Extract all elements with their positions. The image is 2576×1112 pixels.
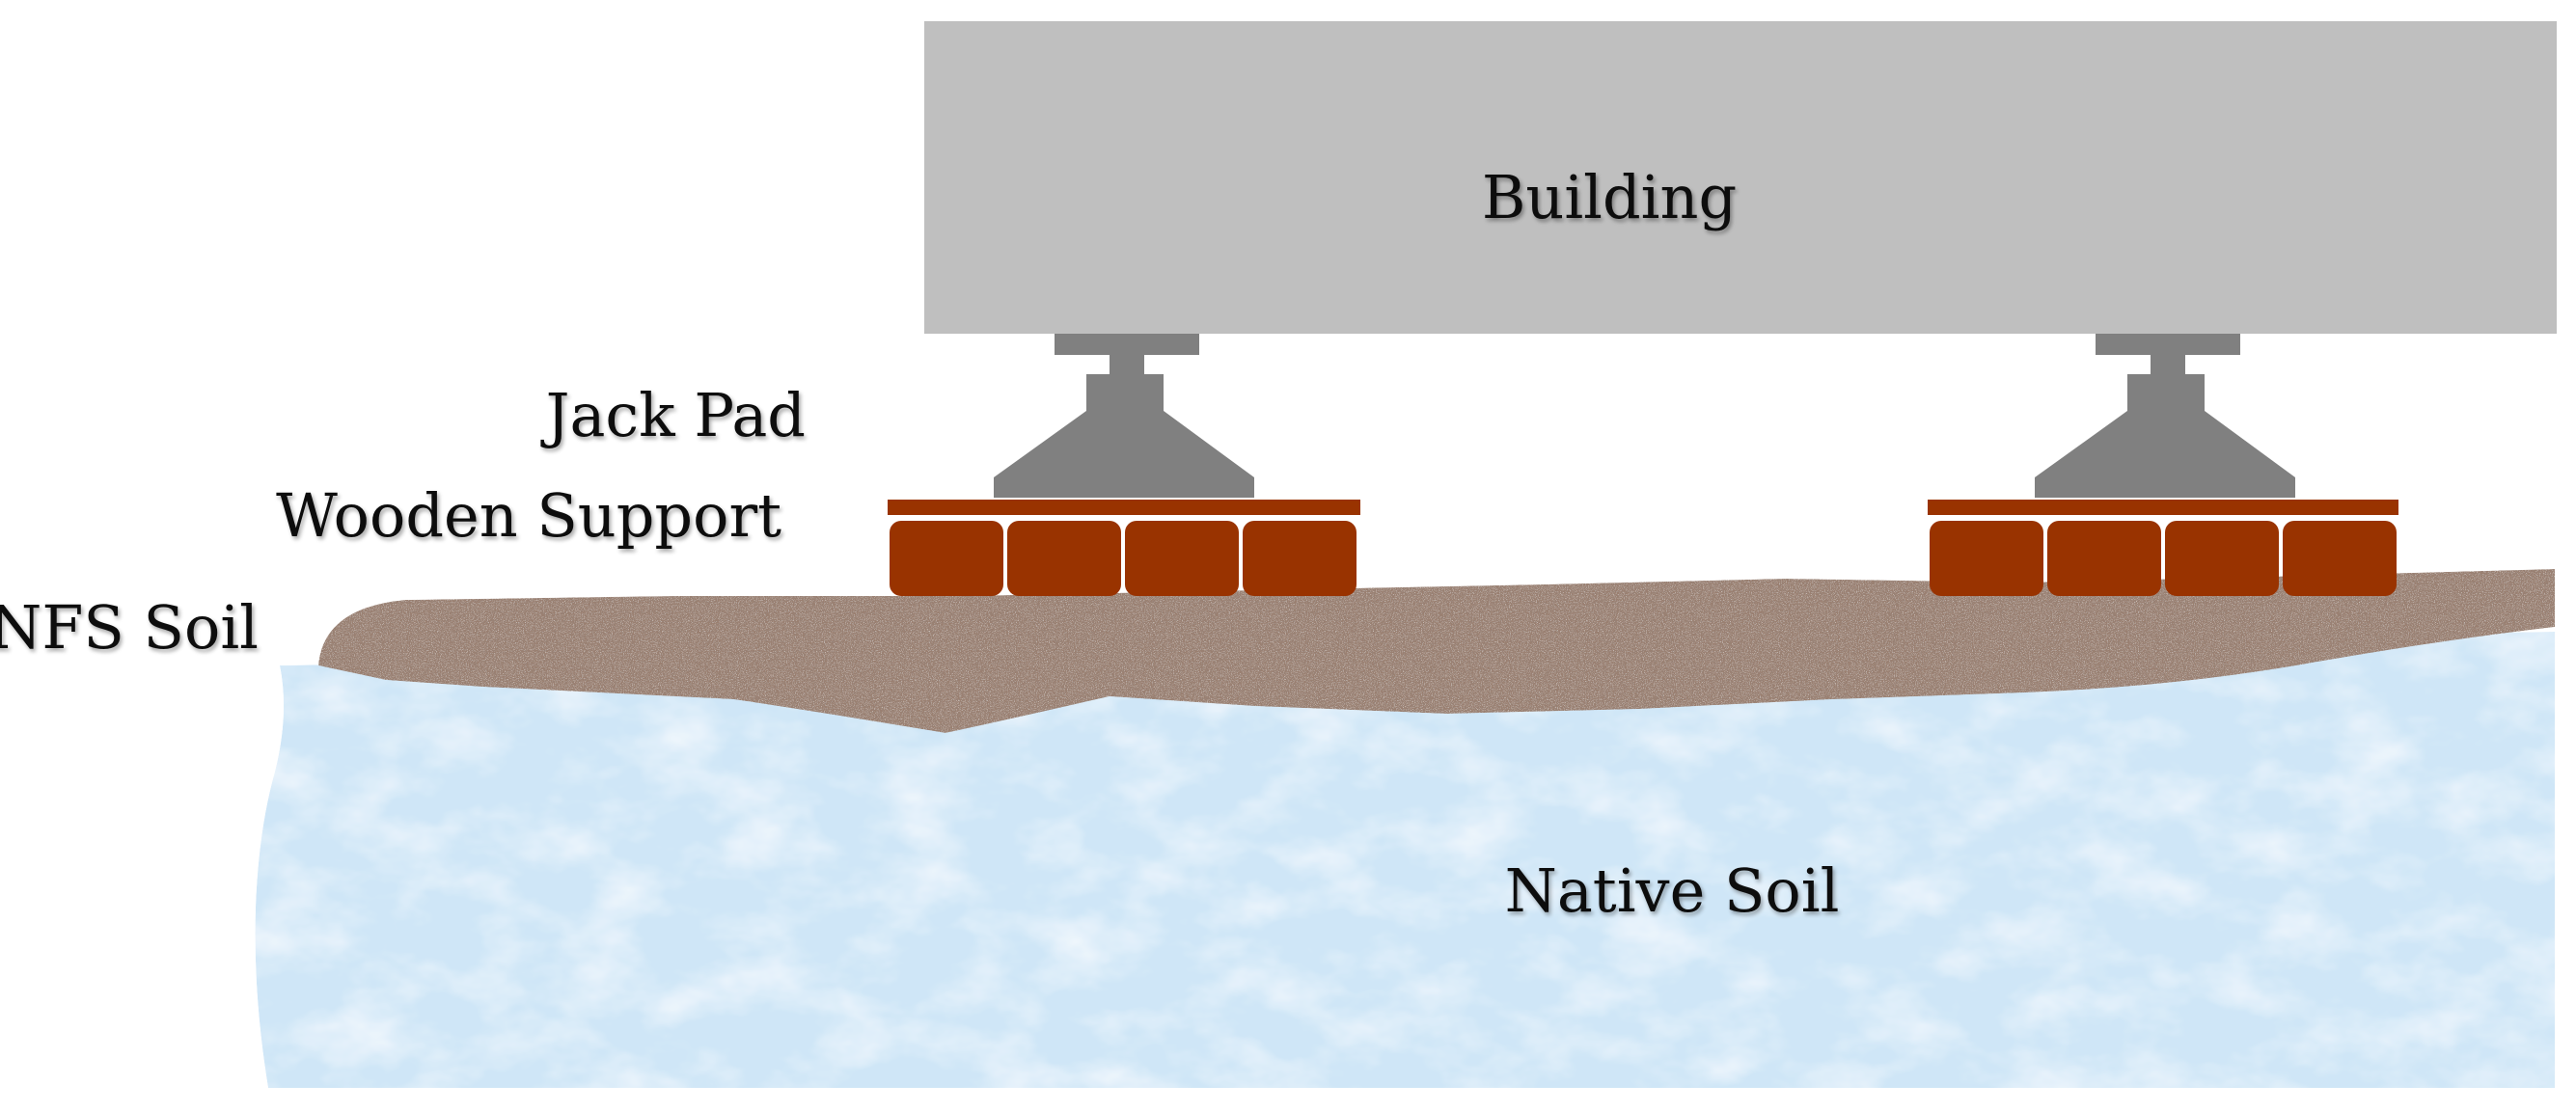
building-label: Building bbox=[1482, 162, 1737, 232]
wooden-support-right bbox=[1928, 500, 2398, 596]
nfs-soil-layer bbox=[318, 569, 2555, 733]
native-soil-layer bbox=[255, 632, 2555, 1088]
jack-pad-right bbox=[2035, 334, 2295, 498]
wooden-support-label: Wooden Support bbox=[276, 480, 781, 551]
jack-pad-label: Jack Pad bbox=[540, 380, 806, 450]
wooden-support-left bbox=[888, 500, 1360, 596]
jack-pad-left bbox=[994, 334, 1254, 498]
building-block bbox=[924, 21, 2557, 334]
nfs-soil-label: NFS Soil bbox=[0, 592, 259, 663]
native-soil-label: Native Soil bbox=[1505, 855, 1840, 926]
